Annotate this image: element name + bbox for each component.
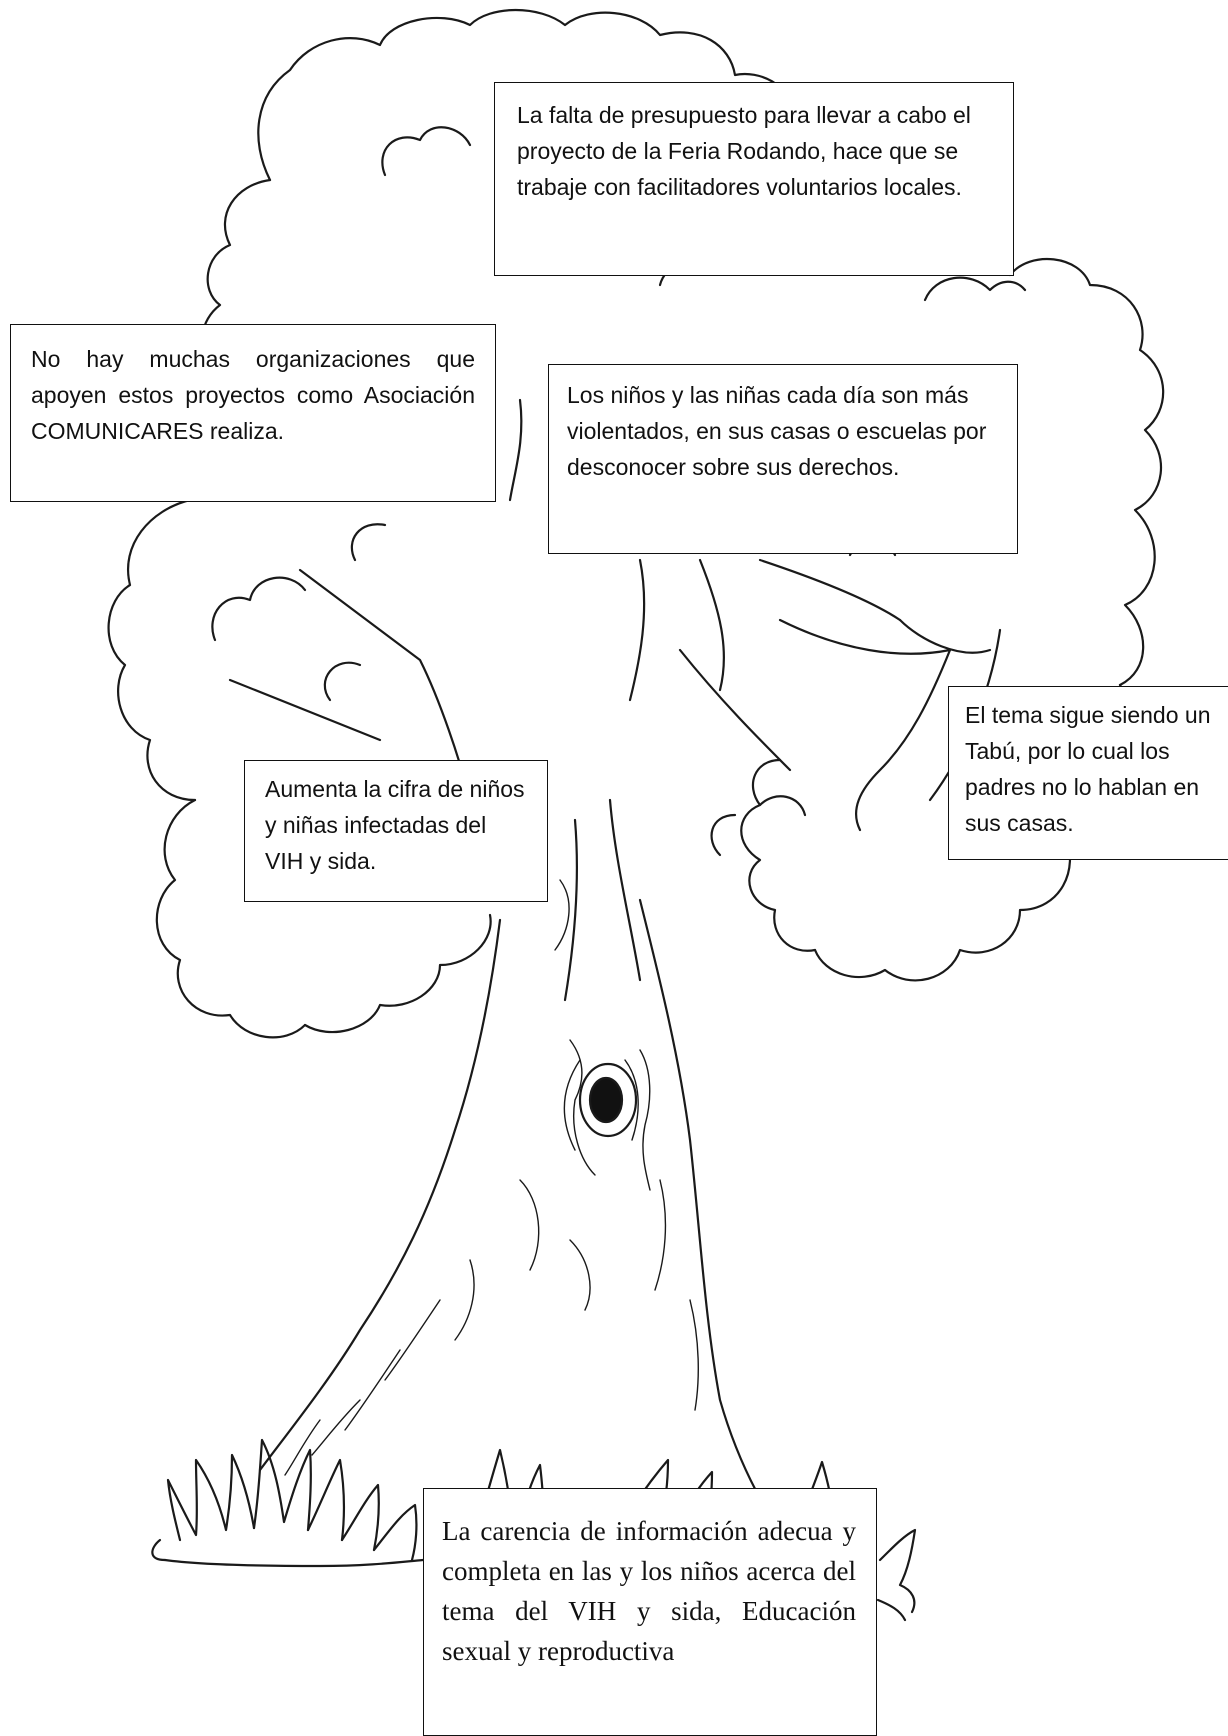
note-lack-of-information-text: La carencia de información adecua y comp… (442, 1516, 856, 1666)
note-lack-of-information: La carencia de información adecua y comp… (423, 1488, 877, 1736)
tree-trunk (258, 798, 802, 1562)
note-few-organizations-text: No hay muchas organizaciones que apoyen … (31, 346, 475, 444)
note-hiv-increase-text: Aumenta la cifra de niños y niñas infect… (265, 776, 525, 874)
note-lack-of-budget: La falta de presupuesto para llevar a ca… (494, 82, 1014, 276)
note-few-organizations: No hay muchas organizaciones que apoyen … (10, 324, 496, 502)
note-taboo-topic: El tema sigue siendo un Tabú, por lo cua… (948, 686, 1228, 860)
note-children-violence: Los niños y las niñas cada día son más v… (548, 364, 1018, 554)
note-taboo-topic-text: El tema sigue siendo un Tabú, por lo cua… (965, 702, 1211, 836)
note-hiv-increase: Aumenta la cifra de niños y niñas infect… (244, 760, 548, 902)
note-children-violence-text: Los niños y las niñas cada día son más v… (567, 382, 987, 480)
note-lack-of-budget-text: La falta de presupuesto para llevar a ca… (517, 102, 971, 200)
